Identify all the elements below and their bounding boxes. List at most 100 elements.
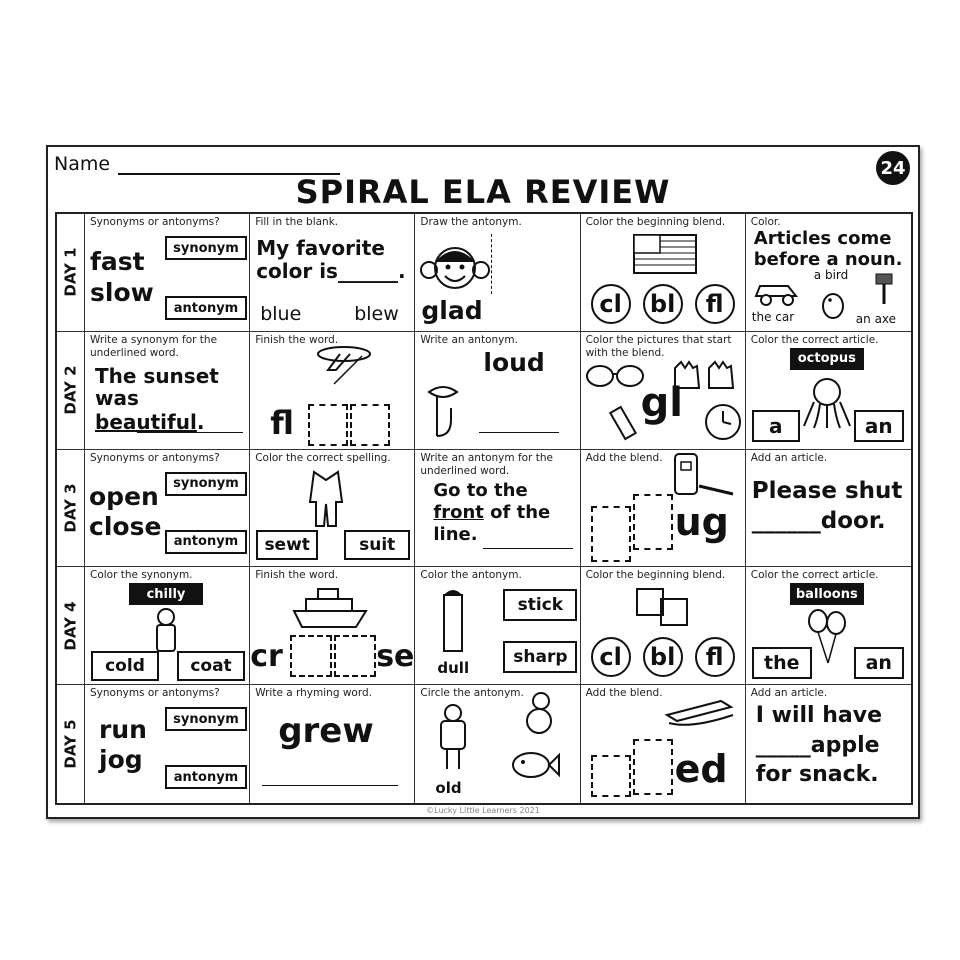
antonym-option[interactable]: sharp [503, 641, 578, 674]
letter-box[interactable] [308, 403, 349, 446]
name-line[interactable] [118, 155, 341, 175]
blend-option[interactable]: cl [590, 284, 631, 324]
day-label: DAY 1 [57, 214, 85, 332]
direction: Write an antonym for the underlined word… [420, 451, 553, 477]
glasses-icon [585, 364, 644, 387]
article-option[interactable]: the [751, 647, 812, 680]
antonym-option[interactable]: antonym [165, 765, 247, 790]
letter-box[interactable] [290, 635, 333, 678]
article-option[interactable]: an [853, 409, 904, 442]
letter-box[interactable] [590, 755, 631, 798]
rule-text: Articles come [753, 228, 892, 249]
word: loud [483, 347, 545, 377]
plug-icon [673, 452, 733, 496]
noun-label: octopus [789, 347, 864, 370]
sentence: Please shut [751, 477, 903, 504]
word: close [89, 511, 162, 541]
page-title: SPIRAL ELA REVIEW [295, 173, 671, 211]
answer-line[interactable] [262, 785, 399, 787]
article-option[interactable]: an [853, 647, 904, 680]
word-option[interactable]: blue [260, 303, 302, 325]
word-start: cr [250, 639, 283, 675]
antonym-option[interactable]: antonym [165, 296, 247, 320]
answer-line[interactable] [483, 547, 574, 549]
suit-icon [309, 469, 344, 527]
cell-d4-article: Color the correct article. balloons the … [745, 567, 911, 686]
cell-d1-synonyms: Synonyms or antonyms? fast slow synonym … [85, 214, 251, 332]
cell-d2-finish-word: Finish the word. fl [250, 331, 416, 450]
direction: Color the correct article. [750, 333, 879, 346]
cell-d1-articles: Color. Articles come before a noun. a bi… [745, 214, 911, 332]
blend-option[interactable]: fl [694, 637, 735, 678]
direction: Color the beginning blend. [585, 216, 726, 228]
cell-d4-synonym: Color the synonym. chilly cold coat [85, 567, 251, 686]
sentence: line. [433, 523, 478, 545]
axe-icon [875, 273, 893, 304]
cell-d5-synonyms: Synonyms or antonyms? run jog synonym an… [85, 685, 251, 803]
sled-icon [664, 700, 734, 726]
letter-box[interactable] [590, 505, 631, 562]
synonym-option[interactable]: synonym [165, 236, 247, 260]
answer-line[interactable] [137, 431, 243, 433]
cell-d5-article: Add an article. I will have _____apple f… [746, 685, 911, 803]
synonym-option[interactable]: cold [91, 651, 159, 682]
cell-d5-rhyme: Write a rhyming word. grew [250, 685, 416, 803]
cell-d2-article: Color the correct article. octopus a an [745, 332, 911, 450]
word: run [99, 715, 147, 745]
word: glad [421, 296, 483, 325]
letter-box[interactable] [334, 635, 377, 678]
blend-option[interactable]: bl [642, 284, 683, 324]
cruise-ship-icon [292, 588, 368, 629]
cell-d2-antonym: Write an antonym. loud [415, 331, 581, 450]
blend-option[interactable]: cl [590, 637, 631, 678]
old-man-icon [440, 704, 467, 770]
rule-text: before a noun. [753, 249, 903, 270]
name-field: Name [54, 153, 341, 175]
direction: Synonyms or antonyms? [90, 216, 220, 228]
direction: Write a synonym for the underlined word. [90, 333, 218, 359]
antonym-option[interactable]: antonym [165, 529, 247, 554]
clock-icon [704, 403, 741, 440]
blend-option[interactable]: fl [694, 284, 735, 324]
cell-d1-blend: Color the beginning blend. cl bl fl [580, 214, 746, 332]
synonym-option[interactable]: synonym [165, 471, 247, 496]
direction: Fill in the blank. [255, 216, 339, 228]
direction: Circle the antonym. [420, 687, 524, 700]
letter-box[interactable] [632, 493, 673, 550]
answer-line[interactable] [479, 431, 560, 433]
antonym-option[interactable]: stick [503, 589, 578, 622]
direction: Add an article. [750, 687, 828, 700]
copyright: ©Lucky Little Learners 2021 [426, 806, 540, 815]
letter-box[interactable] [632, 739, 673, 796]
spelling-option[interactable]: suit [344, 529, 411, 560]
sentence: front of the [433, 501, 551, 523]
car-icon [754, 285, 798, 306]
direction: Color the pictures that start with the b… [585, 333, 732, 359]
synonym-option[interactable]: coat [177, 651, 245, 682]
spelling-option[interactable]: sewt [256, 529, 319, 560]
example-label: a bird [813, 268, 849, 282]
cell-d3-add-blend: Add the blend. ug [580, 449, 746, 568]
direction: Color the antonym. [420, 569, 522, 582]
word-option[interactable]: blew [354, 303, 399, 325]
cell-d4-blend: Color the beginning blend. cl bl fl [580, 567, 746, 686]
word-start: fl [270, 403, 294, 442]
target-word: chilly [129, 583, 203, 606]
quiet-finger-icon [427, 385, 460, 437]
picture-label: dull [437, 659, 470, 678]
word-end: se [376, 639, 415, 675]
blend-option[interactable]: bl [642, 637, 683, 678]
article-option[interactable]: a [751, 409, 800, 442]
sentence: The sunset [95, 363, 219, 388]
fish-icon [512, 752, 561, 779]
sentence: was beautiful. [95, 385, 205, 434]
direction: Finish the word. [255, 569, 339, 582]
fold-line [491, 234, 493, 294]
synonym-option[interactable]: synonym [165, 707, 247, 732]
cell-d2-blend-pictures: Color the pictures that start with the b… [580, 331, 746, 450]
sentence: My favorite [256, 236, 385, 260]
sentence: color is______. [256, 259, 406, 283]
direction: Add the blend. [585, 451, 663, 464]
direction: Write a rhyming word. [255, 687, 372, 700]
letter-box[interactable] [350, 403, 391, 446]
